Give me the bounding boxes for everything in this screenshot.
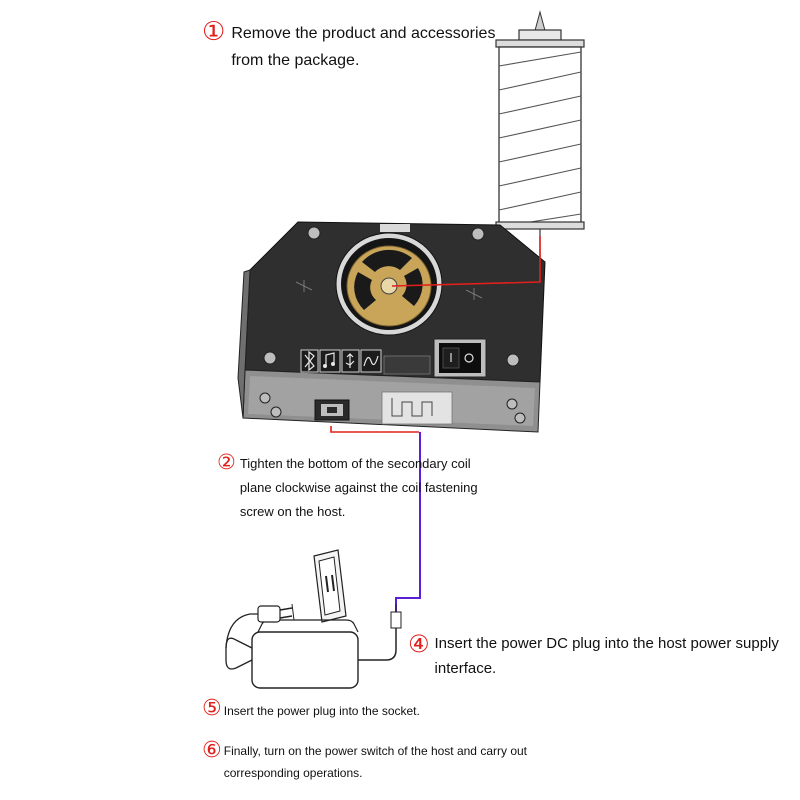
dc-power-jack	[314, 399, 350, 421]
music-hd-icon	[319, 349, 341, 373]
usb-icon	[341, 349, 360, 373]
step-5-number: ⑤	[202, 696, 222, 721]
jack-to-cable-guide	[330, 426, 419, 433]
step-5-line-1: Insert the power plug into the socket.	[223, 704, 420, 718]
step-6-line-1: Finally, turn on the power switch of the…	[223, 744, 527, 758]
coil-top-collar	[518, 29, 562, 41]
rocker-switch-icon	[433, 338, 487, 378]
step-1-text: Remove the product and accessories from …	[231, 20, 495, 74]
audio-wave-icon	[360, 349, 382, 373]
step-2: ② Tighten the bottom of the secondary co…	[217, 452, 478, 524]
guide-lines	[330, 236, 541, 433]
step-6: ⑥ Finally, turn on the power switch of t…	[202, 740, 527, 784]
step-2-line-1: Tighten the bottom of the secondary coil	[239, 456, 471, 471]
step-6-line-2: corresponding operations.	[223, 766, 363, 780]
step-4-text: Insert the power DC plug into the host p…	[435, 631, 779, 681]
step-6-number: ⑥	[202, 738, 222, 763]
circuit-board-window	[381, 391, 453, 425]
coil-to-host-guide	[391, 236, 541, 287]
step-1-line-1: Remove the product and accessories	[231, 25, 496, 42]
panel-markings	[295, 280, 483, 300]
wall-socket	[313, 549, 347, 623]
dc-plug	[390, 604, 402, 629]
step-1: ① Remove the product and accessories fro…	[202, 17, 495, 74]
step-2-line-3: screw on the host.	[239, 504, 346, 519]
step-5: ⑤ Insert the power plug into the socket.	[202, 698, 420, 724]
step-5-text: Insert the power plug into the socket.	[224, 698, 420, 724]
host-device	[237, 221, 546, 433]
host-side-panel	[237, 269, 251, 419]
model-label	[383, 355, 431, 375]
ac-plug	[225, 603, 295, 649]
step-2-line-2: plane clockwise against the coil fasteni…	[239, 480, 478, 495]
function-icons	[300, 349, 382, 373]
host-screws	[259, 226, 526, 424]
step-4-line-1: Insert the power DC plug into the host p…	[434, 635, 779, 652]
power-cable	[358, 432, 421, 661]
step-2-number: ②	[217, 450, 236, 474]
step-1-line-2: from the package.	[231, 52, 360, 69]
step-4-number: ④	[408, 630, 430, 658]
step-4-line-2: interface.	[434, 660, 497, 677]
secondary-coil	[495, 10, 585, 262]
coil-base-plate	[495, 221, 585, 230]
step-6-text: Finally, turn on the power switch of the…	[224, 740, 527, 784]
step-4: ④ Insert the power DC plug into the host…	[408, 631, 779, 681]
power-adapter	[225, 619, 359, 689]
coil-tube	[498, 46, 582, 228]
speaker-bezel	[380, 224, 410, 232]
coil-top-plate	[495, 39, 585, 48]
coil-windings	[498, 51, 582, 227]
step-2-text: Tighten the bottom of the secondary coil…	[240, 452, 478, 524]
step-1-number: ①	[202, 17, 226, 47]
bluetooth-icon	[300, 349, 319, 373]
speaker-grille	[354, 249, 423, 310]
